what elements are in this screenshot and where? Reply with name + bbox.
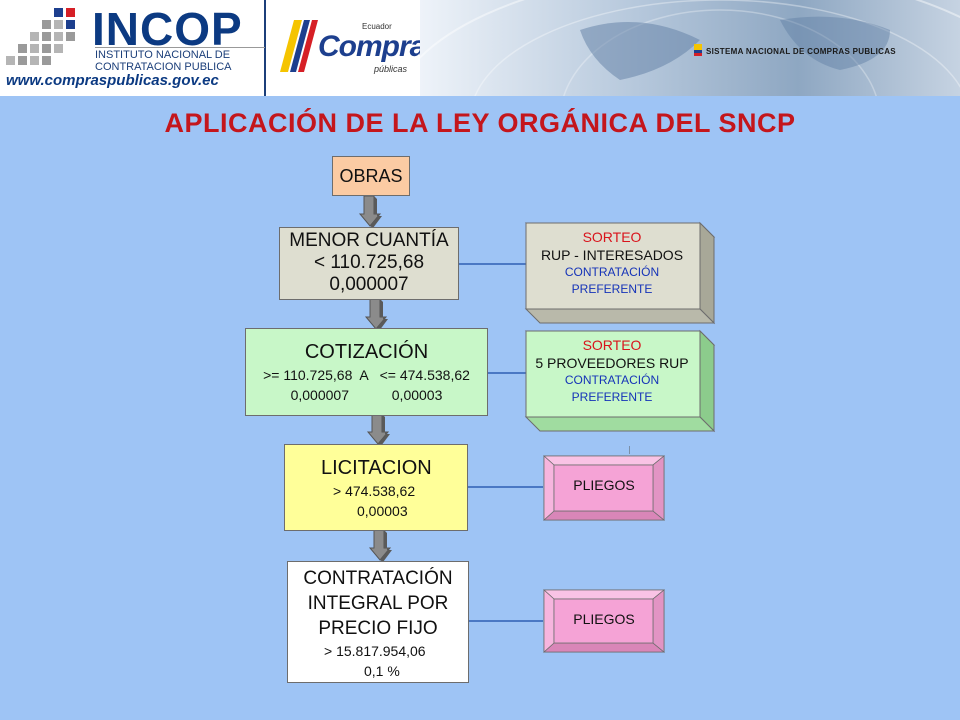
arrow-down-icon — [368, 530, 392, 562]
connector-integral-pliegos — [468, 620, 543, 622]
sorteo-2-rup: 5 PROVEEDORES RUP — [535, 355, 689, 371]
integral-factor: 0,1 % — [364, 663, 400, 679]
menor-cuantia-title: MENOR CUANTÍA — [289, 230, 449, 251]
integral-range: > 15.817.954,06 — [324, 643, 426, 659]
licitacion-range: > 474.538,62 — [333, 483, 416, 499]
sorteo-2-preferente: PREFERENTE — [571, 390, 653, 404]
menor-cuantia-box: MENOR CUANTÍA < 110.725,68 0,000007 — [279, 227, 459, 300]
small-tick-mark — [629, 446, 630, 454]
contratacion-integral-box: CONTRATACIÓN INTEGRAL POR PRECIO FIJO > … — [287, 561, 469, 683]
cotizacion-range: >= 110.725,68 A <= 474.538,62 — [263, 367, 470, 383]
header-banner: INCOP INSTITUTO NACIONAL DE CONTRATACION… — [0, 0, 960, 96]
pliegos-box-1-frame — [543, 455, 665, 521]
integral-title-line3: PRECIO FIJO — [318, 618, 438, 639]
licitacion-title: LICITACION — [321, 457, 432, 479]
sorteo-1-contratacion: CONTRATACIÓN — [564, 265, 660, 279]
sorteo-1-title: SORTEO — [582, 229, 642, 245]
cotizacion-box: COTIZACIÓN >= 110.725,68 A <= 474.538,62… — [245, 328, 488, 416]
pliegos-box-1: PLIEGOS — [543, 477, 665, 493]
incop-name: INCOP — [92, 3, 243, 55]
globe-banner: SISTEMA NACIONAL DE COMPRAS PUBLICAS — [420, 0, 960, 96]
menor-cuantia-range: < 110.725,68 — [313, 252, 425, 273]
connector-menor-sorteo — [458, 263, 526, 265]
sorteo-box-2: SORTEO 5 PROVEEDORES RUP CONTRATACIÓN PR… — [526, 336, 698, 406]
connector-licitacion-pliegos — [467, 486, 543, 488]
obras-label: OBRAS — [339, 166, 403, 186]
incop-subtitle: INSTITUTO NACIONAL DE CONTRATACION PUBLI… — [95, 47, 265, 73]
pliegos-2-label: PLIEGOS — [573, 611, 635, 627]
incop-line2: CONTRATACION PUBLICA — [95, 61, 232, 73]
incop-line1: INSTITUTO NACIONAL DE — [95, 49, 231, 61]
integral-title-line1: CONTRATACIÓN — [303, 568, 453, 589]
cotizacion-title: COTIZACIÓN — [304, 341, 429, 363]
licitacion-box: LICITACION > 474.538,62 0,00003 — [284, 444, 468, 531]
pliegos-box-2-frame — [543, 589, 665, 653]
arrow-down-icon — [366, 414, 390, 446]
compras-publicas-logo: Ecuador Compras públicas — [266, 0, 442, 96]
arrow-down-icon — [364, 299, 388, 331]
sorteo-1-rup: RUP - INTERESADOS — [540, 247, 684, 263]
page-title: APLICACIÓN DE LA LEY ORGÁNICA DEL SNCP — [164, 108, 796, 138]
incop-pixel-mark-icon — [6, 8, 75, 65]
pliegos-box-2: PLIEGOS — [543, 611, 665, 627]
obras-box: OBRAS — [332, 156, 410, 196]
arrow-down-icon — [358, 196, 382, 228]
sorteo-box-2-frame — [524, 329, 716, 433]
incop-url: www.compraspublicas.gov.ec — [6, 72, 219, 89]
globe-graphic-icon — [420, 0, 960, 96]
sorteo-1-preferente: PREFERENTE — [571, 282, 653, 296]
sorteo-box-1: SORTEO RUP - INTERESADOS CONTRATACIÓN PR… — [526, 228, 698, 298]
menor-cuantia-factor: 0,000007 — [329, 274, 409, 295]
sorteo-2-contratacion: CONTRATACIÓN — [564, 373, 660, 387]
connector-cotizacion-sorteo — [487, 372, 526, 374]
compras-swoosh-icon — [280, 20, 318, 72]
incop-logo: INCOP INSTITUTO NACIONAL DE CONTRATACION… — [0, 0, 266, 96]
sorteo-box-1-frame — [524, 221, 716, 325]
pliegos-1-label: PLIEGOS — [573, 477, 635, 493]
integral-title-line2: INTEGRAL POR — [307, 593, 449, 614]
compras-sub: públicas — [374, 64, 408, 74]
compras-country: Ecuador — [362, 22, 392, 31]
cotizacion-factor: 0,000007 0,00003 — [290, 387, 443, 403]
sncp-banner-text: SISTEMA NACIONAL DE COMPRAS PUBLICAS — [706, 47, 896, 56]
ecuador-flag-icon — [694, 44, 702, 56]
licitacion-factor: 0,00003 — [357, 503, 408, 519]
sorteo-2-title: SORTEO — [582, 337, 642, 353]
